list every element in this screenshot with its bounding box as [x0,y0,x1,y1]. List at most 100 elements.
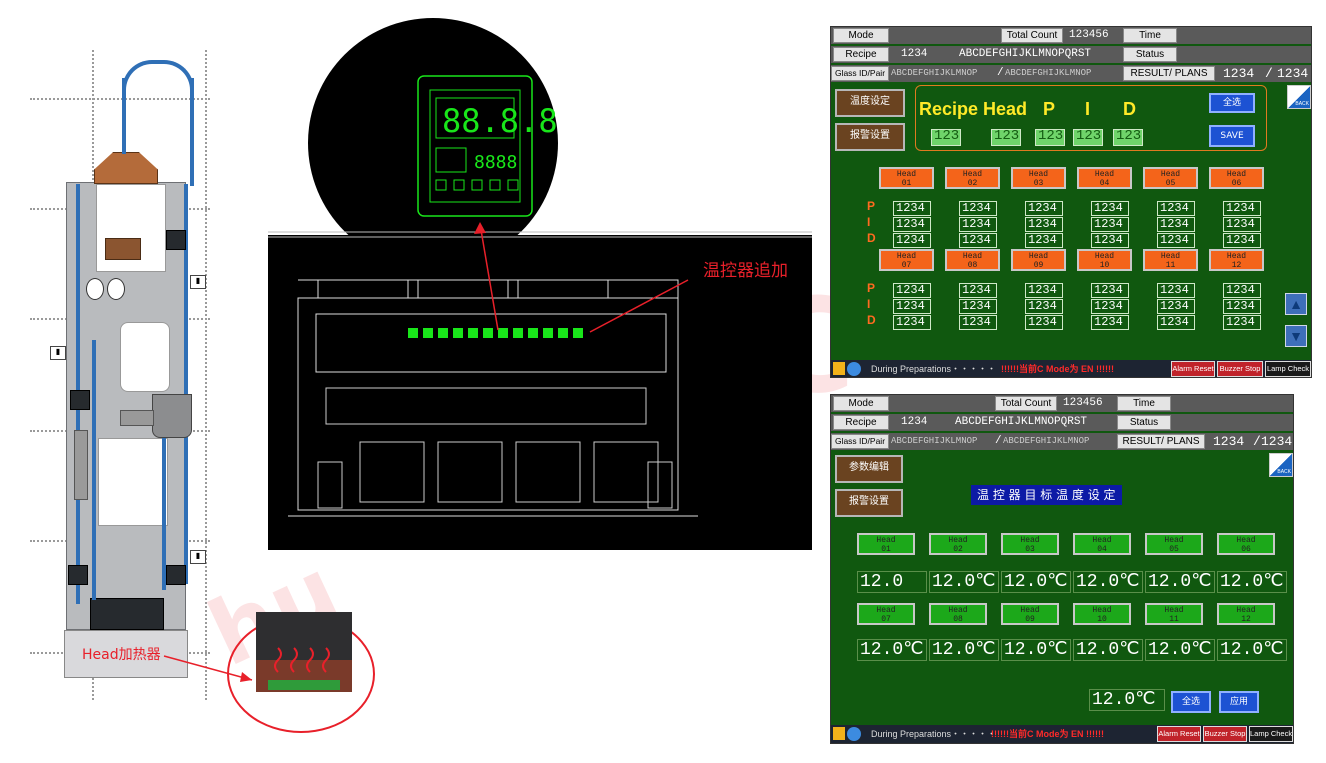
head-temp-input[interactable]: 12.0℃ [929,571,999,593]
alarm-set-button[interactable]: 报警设置 [835,123,905,151]
head-button[interactable]: Head 01 [879,167,934,189]
head-button[interactable]: Head 08 [945,249,1000,271]
recipe-value: 1234 [901,416,928,428]
pid-value[interactable]: 1234 [959,217,997,232]
d-input[interactable]: 123 [1113,129,1143,146]
back-button[interactable]: BACK [1287,85,1311,109]
head-button[interactable]: Head 09 [1001,603,1059,625]
lamp-check-button[interactable]: Lamp Check [1249,726,1293,742]
head-temp-input[interactable]: 12.0℃ [857,639,927,661]
pid-value[interactable]: 1234 [1091,283,1129,298]
head-button[interactable]: Head 02 [945,167,1000,189]
pid-value[interactable]: 1234 [893,217,931,232]
pid-value[interactable]: 1234 [1025,201,1063,216]
pid-value[interactable]: 1234 [1223,201,1261,216]
pid-value[interactable]: 1234 [1025,217,1063,232]
hdr-recipe: Recipe [919,99,979,119]
head-temp-input[interactable]: 12.0℃ [1001,639,1071,661]
pid-value[interactable]: 1234 [1157,217,1195,232]
alarm-reset-button[interactable]: Alarm Reset [1157,726,1201,742]
head-temp-input[interactable]: 12.0℃ [1145,571,1215,593]
pid-value[interactable]: 1234 [959,299,997,314]
buzzer-stop-button[interactable]: Buzzer Stop [1203,726,1247,742]
head-button[interactable]: Head 05 [1145,533,1203,555]
head-button[interactable]: Head 03 [1011,167,1066,189]
pid-value[interactable]: 1234 [959,283,997,298]
pid-value[interactable]: 1234 [1025,299,1063,314]
pid-value[interactable]: 1234 [1091,315,1129,330]
head-temp-input[interactable]: 12.0℃ [1073,639,1143,661]
head-button[interactable]: Head 07 [879,249,934,271]
head-button[interactable]: Head 10 [1073,603,1131,625]
global-temp-input[interactable]: 12.0℃ [1089,689,1165,711]
head-button[interactable]: Head 06 [1209,167,1264,189]
apply-button[interactable]: 应用 [1219,691,1259,713]
head-input[interactable]: 123 [991,129,1021,146]
pid-value[interactable]: 1234 [1025,233,1063,248]
select-all-button[interactable]: 全选 [1171,691,1211,713]
head-button[interactable]: Head 09 [1011,249,1066,271]
pid-value[interactable]: 1234 [1223,315,1261,330]
recipe-input[interactable]: 123 [931,129,961,146]
save-button[interactable]: SAVE [1209,125,1255,147]
lamp-check-button[interactable]: Lamp Check [1265,361,1311,377]
valve-icon: ▮ [190,275,206,289]
head-button[interactable]: Head 06 [1217,533,1275,555]
pid-value[interactable]: 1234 [893,283,931,298]
head-temp-input[interactable]: 12.0℃ [1073,571,1143,593]
head-button[interactable]: Head 02 [929,533,987,555]
pid-value[interactable]: 1234 [1223,233,1261,248]
head-temp-input[interactable]: 12.0℃ [929,639,999,661]
head-button[interactable]: Head 07 [857,603,915,625]
pid-value[interactable]: 1234 [1157,315,1195,330]
head-button[interactable]: Head 10 [1077,249,1132,271]
head-button[interactable]: Head 11 [1145,603,1203,625]
head-button[interactable]: Head 11 [1143,249,1198,271]
head-temp-input[interactable]: 12.0 [857,571,927,593]
pid-value[interactable]: 1234 [959,233,997,248]
pid-value[interactable]: 1234 [959,315,997,330]
pid-value[interactable]: 1234 [1223,299,1261,314]
pid-value[interactable]: 1234 [1091,299,1129,314]
head-button[interactable]: Head 05 [1143,167,1198,189]
head-temp-input[interactable]: 12.0℃ [1217,639,1287,661]
scroll-up-button[interactable]: ▲ [1285,293,1307,315]
i-input[interactable]: 123 [1073,129,1103,146]
pid-value[interactable]: 1234 [1025,315,1063,330]
pid-value[interactable]: 1234 [1223,283,1261,298]
alarm-reset-button[interactable]: Alarm Reset [1171,361,1215,377]
select-all-button[interactable]: 全选 [1209,93,1255,113]
pid-value[interactable]: 1234 [1223,217,1261,232]
head-temp-input[interactable]: 12.0℃ [1001,571,1071,593]
back-button[interactable]: BACK [1269,453,1293,477]
pid-value[interactable]: 1234 [1157,201,1195,216]
pid-value[interactable]: 1234 [893,299,931,314]
pid-value[interactable]: 1234 [1157,283,1195,298]
head-button[interactable]: Head 03 [1001,533,1059,555]
head-button[interactable]: Head 04 [1073,533,1131,555]
recipe-label: Recipe [833,415,889,430]
head-button[interactable]: Head 04 [1077,167,1132,189]
alarm-set-button[interactable]: 报警设置 [835,489,903,517]
pid-value[interactable]: 1234 [1157,233,1195,248]
head-button[interactable]: Head 12 [1209,249,1264,271]
pid-value[interactable]: 1234 [1025,283,1063,298]
temp-set-button[interactable]: 温度设定 [835,89,905,117]
pid-value[interactable]: 1234 [893,201,931,216]
head-temp-input[interactable]: 12.0℃ [1145,639,1215,661]
head-button[interactable]: Head 01 [857,533,915,555]
p-input[interactable]: 123 [1035,129,1065,146]
param-edit-button[interactable]: 参数编辑 [835,455,903,483]
head-button[interactable]: Head 12 [1217,603,1275,625]
pid-value[interactable]: 1234 [1157,299,1195,314]
pid-value[interactable]: 1234 [893,315,931,330]
buzzer-stop-button[interactable]: Buzzer Stop [1217,361,1263,377]
pid-value[interactable]: 1234 [1091,233,1129,248]
pid-value[interactable]: 1234 [893,233,931,248]
pid-value[interactable]: 1234 [1091,217,1129,232]
pid-value[interactable]: 1234 [1091,201,1129,216]
scroll-down-button[interactable]: ▼ [1285,325,1307,347]
pid-value[interactable]: 1234 [959,201,997,216]
head-button[interactable]: Head 08 [929,603,987,625]
head-temp-input[interactable]: 12.0℃ [1217,571,1287,593]
